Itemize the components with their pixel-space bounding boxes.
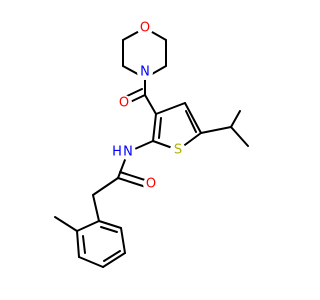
bond: [78, 256, 104, 268]
atom-label: N: [140, 65, 150, 80]
bond: [124, 88, 143, 98]
bond: [82, 235, 86, 254]
bond: [117, 177, 147, 188]
bond: [119, 171, 149, 182]
bond: [120, 227, 126, 254]
bond: [103, 250, 121, 262]
atom-nitrogen-morpholine: N: [137, 64, 153, 80]
bond: [102, 252, 126, 268]
bond: [158, 117, 162, 139]
bond: [92, 177, 119, 196]
atom-labels: O N O S N H O: [110, 20, 186, 192]
atom-label: O: [146, 177, 156, 192]
bond: [76, 230, 80, 258]
bond: [155, 102, 186, 115]
bond: [152, 113, 157, 142]
atom-oxygen-morpholine: O: [137, 20, 153, 36]
bond: [230, 110, 241, 128]
atom-label: O: [140, 21, 150, 36]
bond: [144, 94, 157, 115]
bond: [185, 110, 197, 133]
atom-label: N: [123, 145, 133, 160]
atom-hydrogen-amide: H: [110, 145, 124, 160]
bond: [76, 220, 100, 232]
bond: [98, 220, 122, 229]
atom-label: S: [174, 143, 182, 158]
atom-label: H: [112, 145, 122, 160]
atom-nitrogen-amide: N: [120, 144, 136, 160]
atom-oxygen-amide: O: [143, 176, 159, 192]
bond: [92, 194, 100, 222]
bond-layer: [54, 27, 249, 268]
bond: [54, 216, 78, 232]
atom-oxygen-ketone: O: [116, 95, 132, 111]
bond: [184, 102, 202, 134]
atom-label: O: [119, 96, 129, 111]
chemical-structure: O N O S N H O: [54, 20, 249, 268]
bond: [200, 126, 232, 134]
bond: [100, 226, 118, 233]
atom-sulfur-thiophene: S: [170, 142, 186, 158]
bond: [230, 126, 249, 147]
